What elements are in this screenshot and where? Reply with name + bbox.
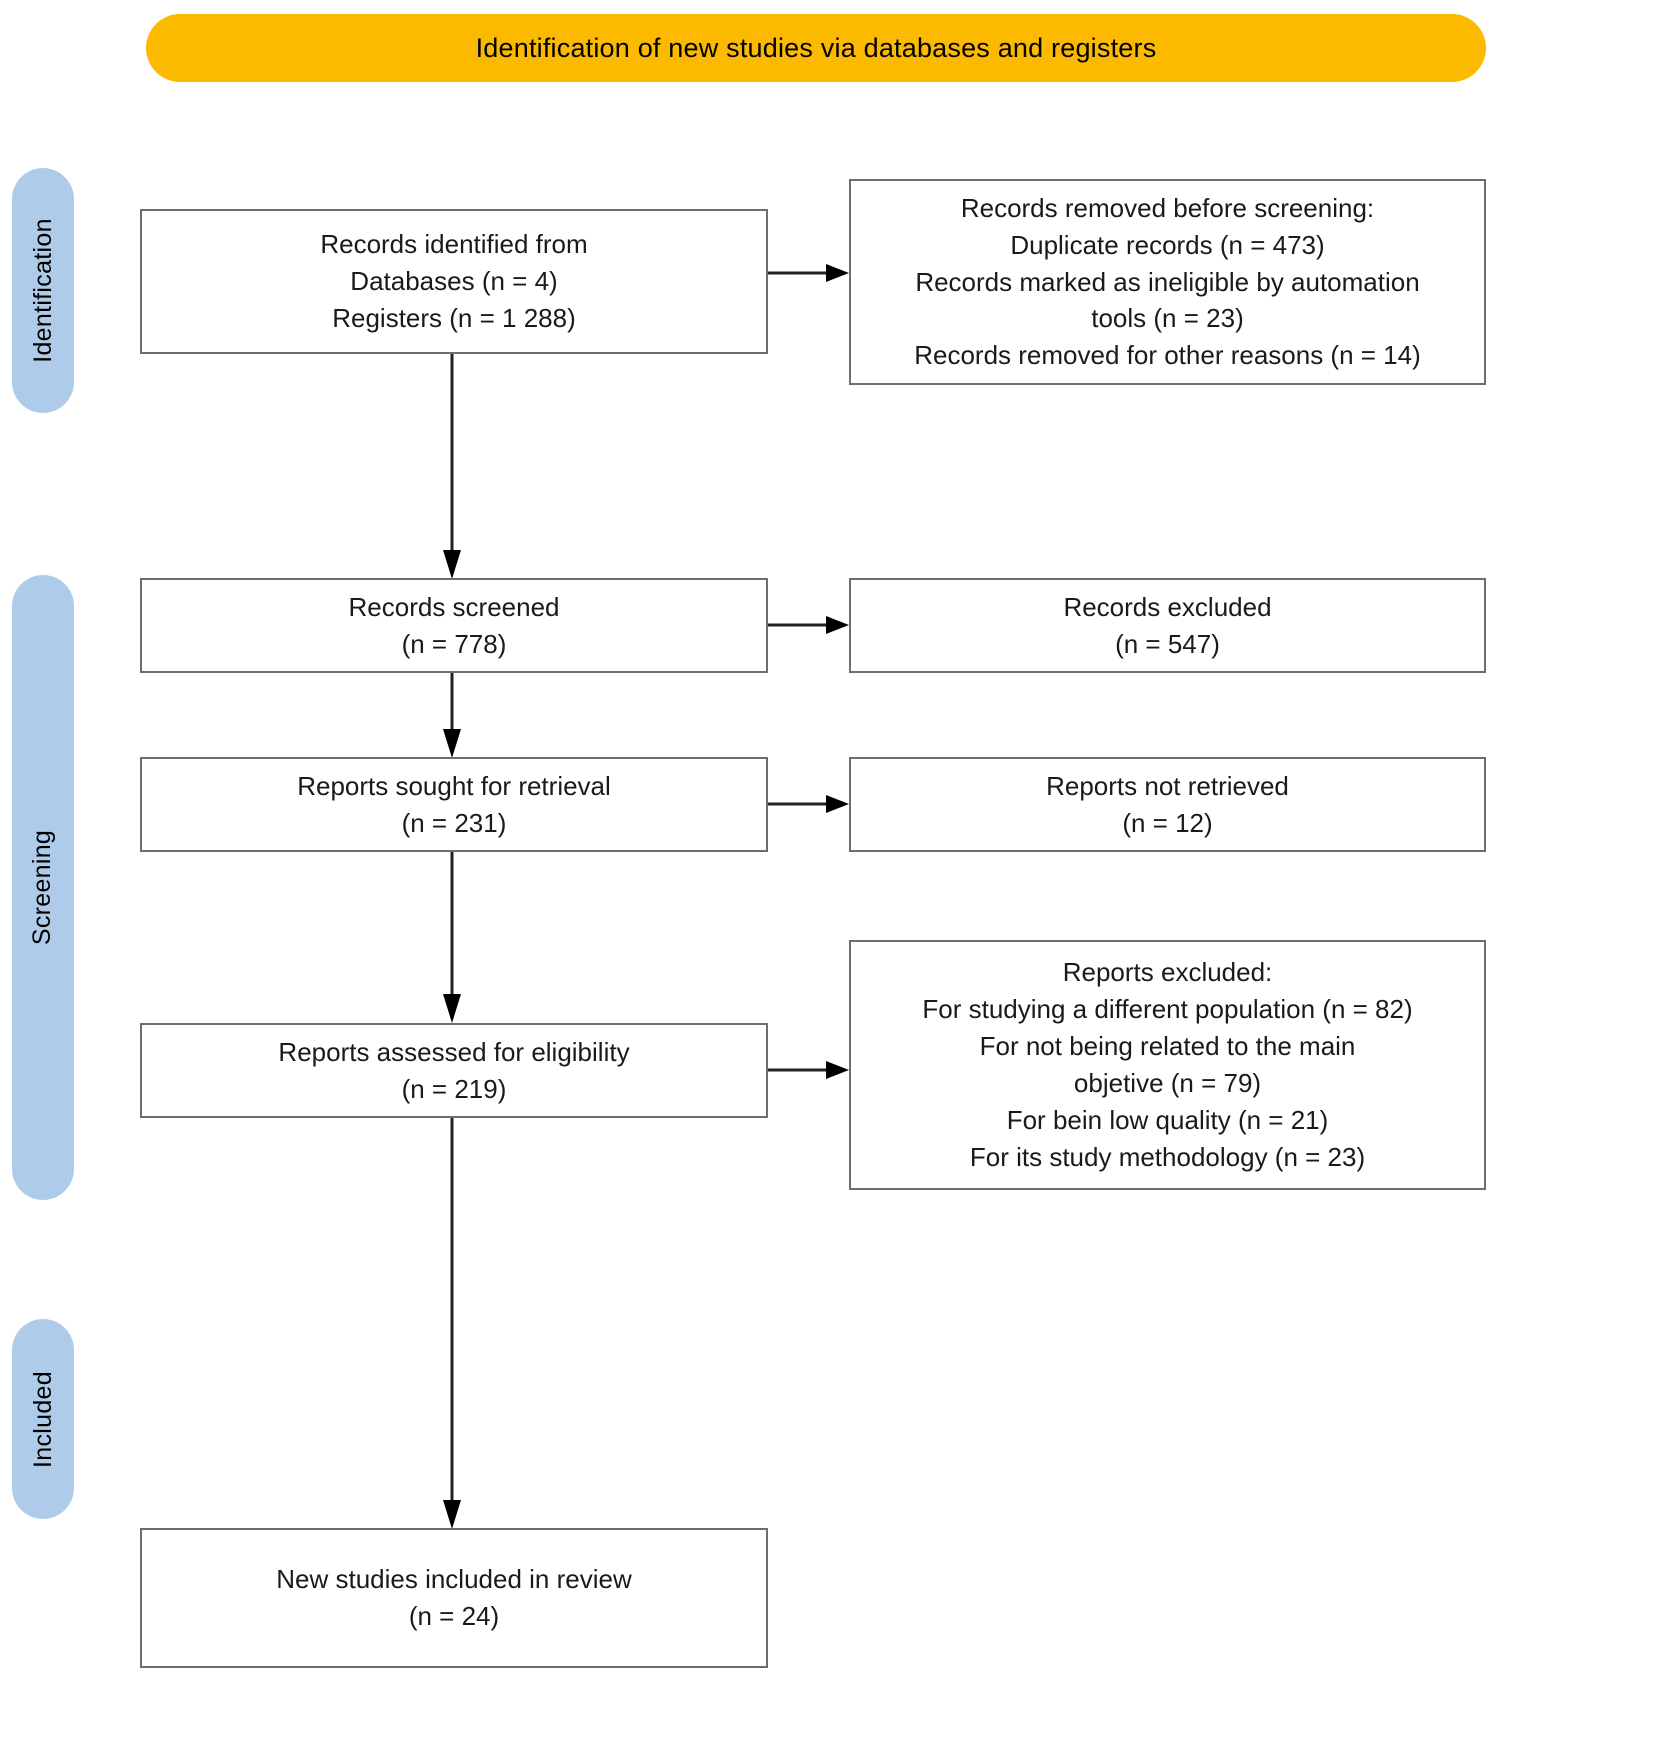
box-reports-excluded: Reports excluded: For studying a differe… bbox=[849, 940, 1486, 1190]
connector-sought-to-not-retrieved bbox=[768, 793, 850, 815]
connector-identified-to-removed bbox=[768, 262, 850, 284]
stage-bar-screening: Screening bbox=[12, 575, 74, 1200]
connector-screened-to-records-excluded bbox=[768, 614, 850, 636]
connector-assessed-to-included bbox=[440, 1118, 464, 1530]
box-reports-excluded-text: Reports excluded: For studying a differe… bbox=[922, 957, 1413, 1172]
box-reports-sought-text: Reports sought for retrieval (n = 231) bbox=[297, 770, 611, 838]
box-reports-not-retrieved: Reports not retrieved (n = 12) bbox=[849, 757, 1486, 852]
box-records-identified: Records identified from Databases (n = 4… bbox=[140, 209, 768, 354]
box-records-identified-text: Records identified from Databases (n = 4… bbox=[320, 229, 588, 333]
box-reports-sought-for-retrieval: Reports sought for retrieval (n = 231) bbox=[140, 757, 768, 852]
stage-bar-identification: Identification bbox=[12, 168, 74, 413]
box-new-studies-included-text: New studies included in review (n = 24) bbox=[276, 1564, 632, 1631]
box-reports-assessed-for-eligibility: Reports assessed for eligibility (n = 21… bbox=[140, 1023, 768, 1118]
box-records-screened: Records screened (n = 778) bbox=[140, 578, 768, 673]
box-records-removed-before-screening: Records removed before screening: Duplic… bbox=[849, 179, 1486, 385]
stage-label-screening: Screening bbox=[28, 829, 57, 946]
stage-bar-included: Included bbox=[12, 1319, 74, 1519]
diagram-banner: Identification of new studies via databa… bbox=[146, 14, 1486, 82]
banner-title: Identification of new studies via databa… bbox=[475, 32, 1157, 63]
connector-assessed-to-reports-excluded bbox=[768, 1059, 850, 1081]
connector-sought-to-assessed bbox=[440, 852, 464, 1024]
box-reports-not-retrieved-text: Reports not retrieved (n = 12) bbox=[1046, 770, 1289, 838]
box-records-excluded-text: Records excluded (n = 547) bbox=[1063, 591, 1272, 659]
box-records-screened-text: Records screened (n = 778) bbox=[348, 591, 560, 659]
stage-label-identification: Identification bbox=[28, 218, 57, 363]
box-records-excluded: Records excluded (n = 547) bbox=[849, 578, 1486, 673]
stage-label-included: Included bbox=[28, 1370, 57, 1468]
box-new-studies-included-in-review: New studies included in review (n = 24) bbox=[140, 1528, 768, 1668]
box-reports-assessed-text: Reports assessed for eligibility (n = 21… bbox=[278, 1036, 630, 1104]
box-records-removed-text: Records removed before screening: Duplic… bbox=[914, 192, 1421, 371]
connector-screened-to-sought bbox=[440, 673, 464, 759]
connector-identified-to-screened bbox=[440, 354, 464, 580]
